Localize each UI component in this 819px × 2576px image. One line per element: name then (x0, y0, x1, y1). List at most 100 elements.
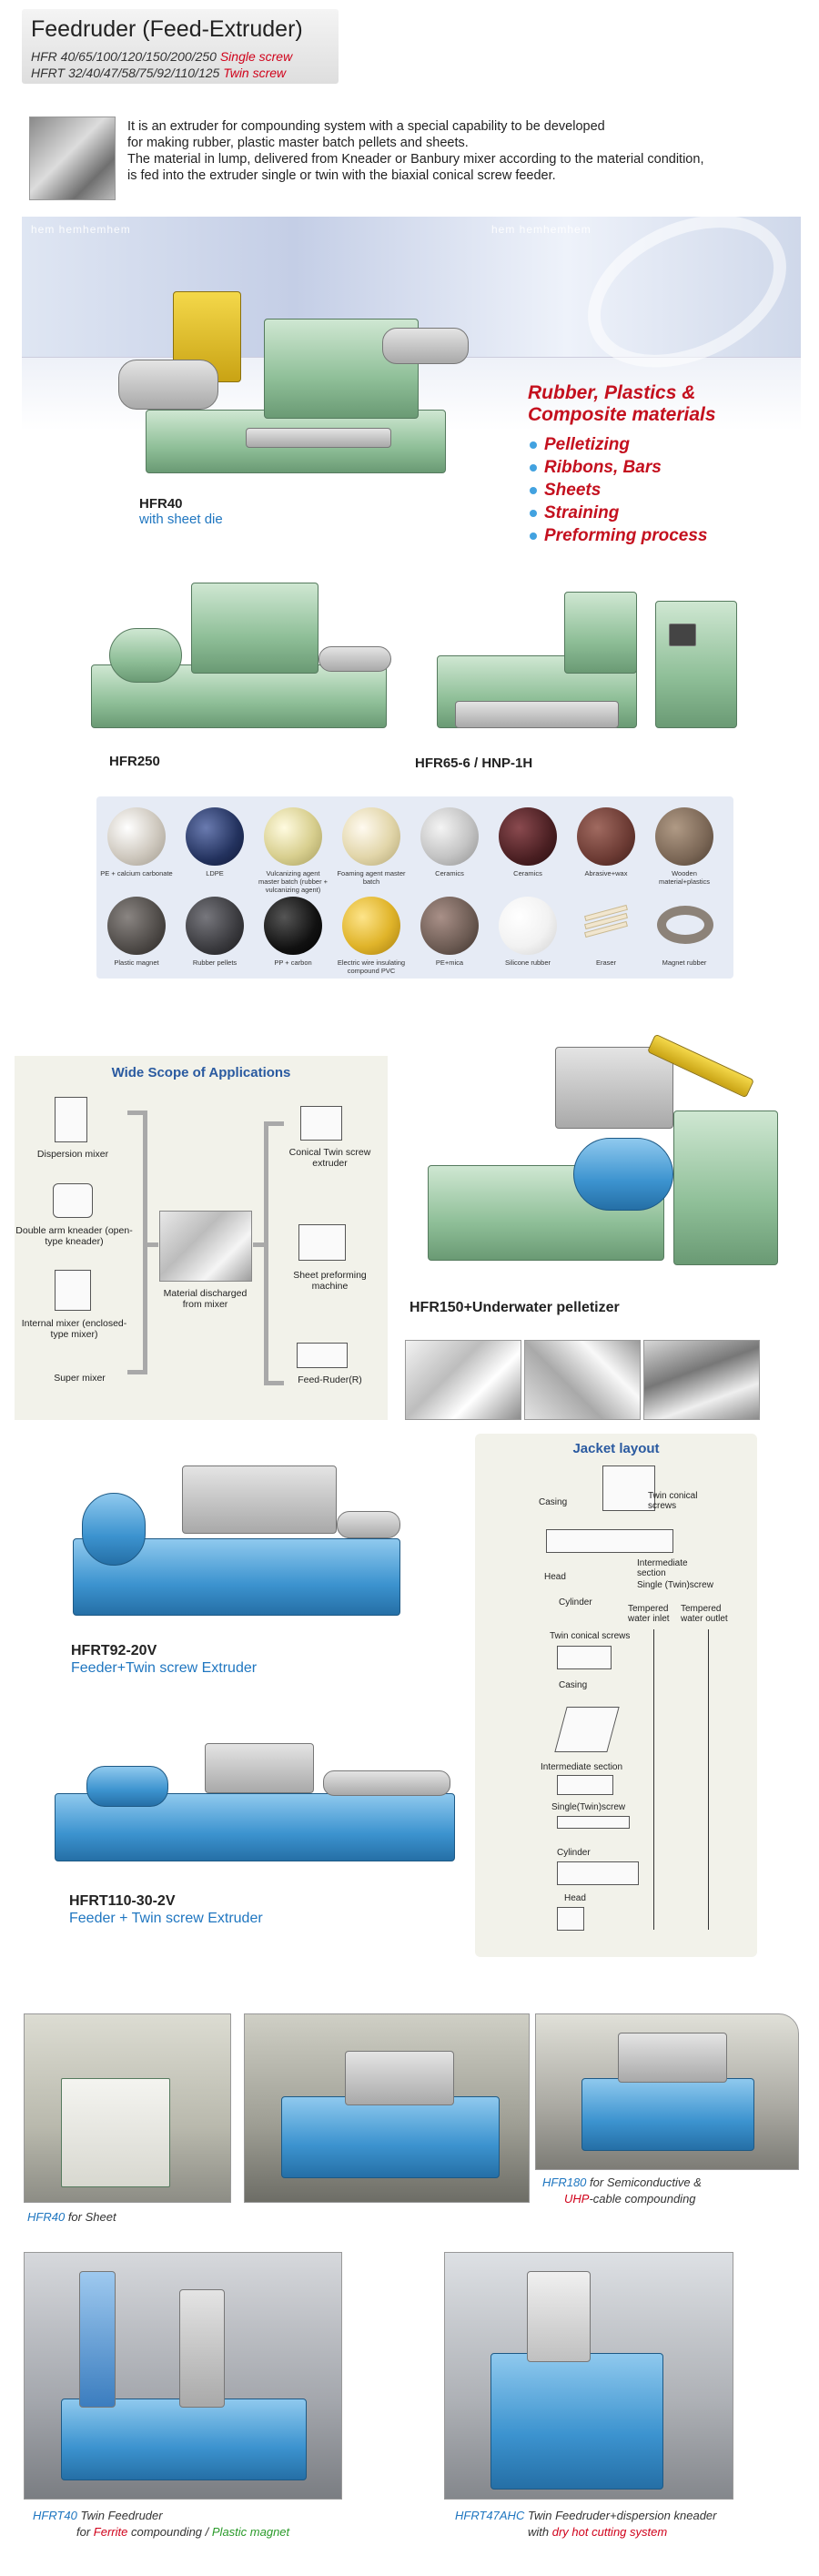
twin-screws-icon (557, 1646, 612, 1669)
pellet-photo-2 (524, 1340, 641, 1420)
magnet-rubber-sample (657, 906, 713, 944)
screw-part-icon (557, 1816, 630, 1829)
hfrt110-model: HFRT110-30-2V (69, 1893, 176, 1909)
hfr250-machine-image (82, 564, 396, 742)
jacket-label-head: Head (544, 1572, 566, 1582)
caption-hfrt40-2: for Ferrite compounding / Plastic magnet (76, 2525, 290, 2539)
single-models: HFR 40/65/100/120/150/200/250 (31, 49, 217, 64)
jacket-label-cylinder: Cylinder (559, 1597, 592, 1607)
machine-hfr65-label: HFR65-6 / HNP-1H (415, 756, 533, 771)
gallery-photo-hfrt40 (24, 2252, 342, 2500)
scope-right-item: Feed-Ruder(R) (298, 1374, 362, 1385)
scope-center-label: Material discharged from mixer (163, 1288, 248, 1310)
twin-models: HFRT 32/40/47/58/75/92/110/125 (31, 66, 220, 80)
scope-left-item: Dispersion mixer (36, 1149, 109, 1160)
dispersion-mixer-icon (55, 1097, 87, 1142)
scope-right-item: Sheet preforming machine (293, 1270, 367, 1292)
pellet-photo-1 (405, 1340, 521, 1420)
material-sample (342, 807, 400, 866)
banner-deco-left: hem hemhemhem (31, 223, 131, 236)
caption-hfr180-1: HFR180 for Semiconductive & (542, 2175, 702, 2189)
intro-line-1: It is an extruder for compounding system… (127, 119, 605, 134)
hfrt110-desc: Feeder + Twin screw Extruder (69, 1911, 263, 1926)
material-label: LDPE (206, 869, 224, 877)
material-label: Magnet rubber (662, 958, 707, 967)
jacket-label-casing-2: Casing (559, 1680, 588, 1690)
twin-screw-line: HFRT 32/40/47/58/75/92/110/125 Twin scre… (31, 66, 286, 80)
pellet-photo-3 (643, 1340, 760, 1420)
caption-hfrt47-1: HFRT47AHC Twin Feedruder+dispersion knea… (455, 2509, 717, 2522)
material-label: Eraser (595, 958, 617, 967)
material-sample (499, 807, 557, 866)
intro-line-4: is fed into the extruder single or twin … (127, 168, 556, 183)
intro-text: It is an extruder for compounding system… (127, 118, 801, 184)
twin-label: Twin screw (223, 66, 287, 80)
material-label: Vulcanizing agent master batch (rubber +… (258, 869, 329, 894)
feedruder-icon (297, 1343, 348, 1368)
jacket-title: Jacket layout (572, 1441, 660, 1456)
internal-mixer-icon (55, 1270, 91, 1311)
scope-title: Wide Scope of Applications (111, 1065, 291, 1080)
pelletizer-caption: HFR150+Underwater pelletizer (410, 1300, 620, 1315)
right-bracket (264, 1121, 284, 1385)
gallery-photo-hfrt47ahc (444, 2252, 733, 2500)
material-label: Plastic magnet (114, 958, 159, 967)
application-item: Pelletizing (530, 435, 708, 455)
sheet-machine-icon (298, 1224, 346, 1261)
jacket-label-head-2: Head (564, 1893, 586, 1903)
scope-left-item: Double arm kneader (open-type kneader) (15, 1225, 133, 1247)
material-sample (499, 897, 557, 955)
title-box (22, 9, 339, 84)
material-sample (342, 897, 400, 955)
material-label: Wooden material+plastics (658, 869, 711, 886)
banner-deco-right: hem hemhemhem (491, 223, 592, 236)
left-connector (147, 1242, 158, 1247)
application-caption-1: Rubber, Plastics & (528, 382, 696, 403)
material-label: Silicone rubber (504, 958, 551, 967)
gallery-photo-hfr40 (24, 2013, 231, 2203)
machine-hfr250-label: HFR250 (109, 754, 160, 769)
jacket-label-intermediate-2: Intermediate section (541, 1762, 623, 1772)
machine-hfr40-note: with sheet die (139, 512, 223, 527)
material-sample (420, 807, 479, 866)
caption-hfrt47-2: with dry hot cutting system (528, 2525, 668, 2539)
material-sample (107, 897, 166, 955)
screw-feeder-photo (29, 117, 116, 200)
jacket-label-intermediate: Intermediate section (637, 1558, 688, 1578)
jacket-label-tempered-inlet: Tempered water inlet (628, 1604, 670, 1624)
jacket-barrel-icon (546, 1529, 673, 1553)
gallery-photo-blue-machine (244, 2013, 530, 2203)
conical-extruder-icon (300, 1106, 342, 1141)
material-sample (186, 897, 244, 955)
hfrt92-machine-image (64, 1456, 410, 1625)
bullet-icon (530, 509, 537, 517)
application-item: Sheets (530, 481, 708, 501)
material-sample (264, 807, 322, 866)
application-caption-2: Composite materials (528, 404, 716, 425)
intermediate-part-icon (557, 1775, 613, 1795)
application-item: Preforming process (530, 526, 708, 546)
material-label: Ceramics (435, 869, 464, 877)
material-label: Abrasive+wax (584, 869, 628, 877)
material-label: PP + carbon (274, 958, 312, 967)
hfr65-machine-image (437, 583, 742, 737)
intro-line-2: for making rubber, plastic master batch … (127, 136, 469, 150)
material-sample (264, 897, 322, 955)
scope-right-item: Conical Twin screw extruder (288, 1147, 371, 1169)
scope-left-item: Internal mixer (enclosed-type mixer) (21, 1318, 127, 1340)
gallery-photo-hfr180 (535, 2013, 799, 2170)
material-sample (186, 807, 244, 866)
cylinder-part-icon (557, 1861, 639, 1885)
application-item: Straining (530, 503, 708, 523)
jacket-label-single-twin-2: Single(Twin)screw (551, 1802, 626, 1812)
hfrt92-desc: Feeder+Twin screw Extruder (71, 1660, 258, 1676)
outlet-pipe (708, 1629, 709, 1930)
application-item: Ribbons, Bars (530, 458, 708, 478)
bullet-icon (530, 441, 537, 449)
jacket-casing-icon (602, 1465, 655, 1511)
eraser-sample (584, 904, 628, 941)
material-sample (420, 897, 479, 955)
bullet-icon (530, 463, 537, 472)
material-samples-panel: PE + calcium carbonate LDPE Vulcanizing … (96, 796, 733, 979)
page-title: Feedruder (Feed-Extruder) (31, 16, 303, 42)
